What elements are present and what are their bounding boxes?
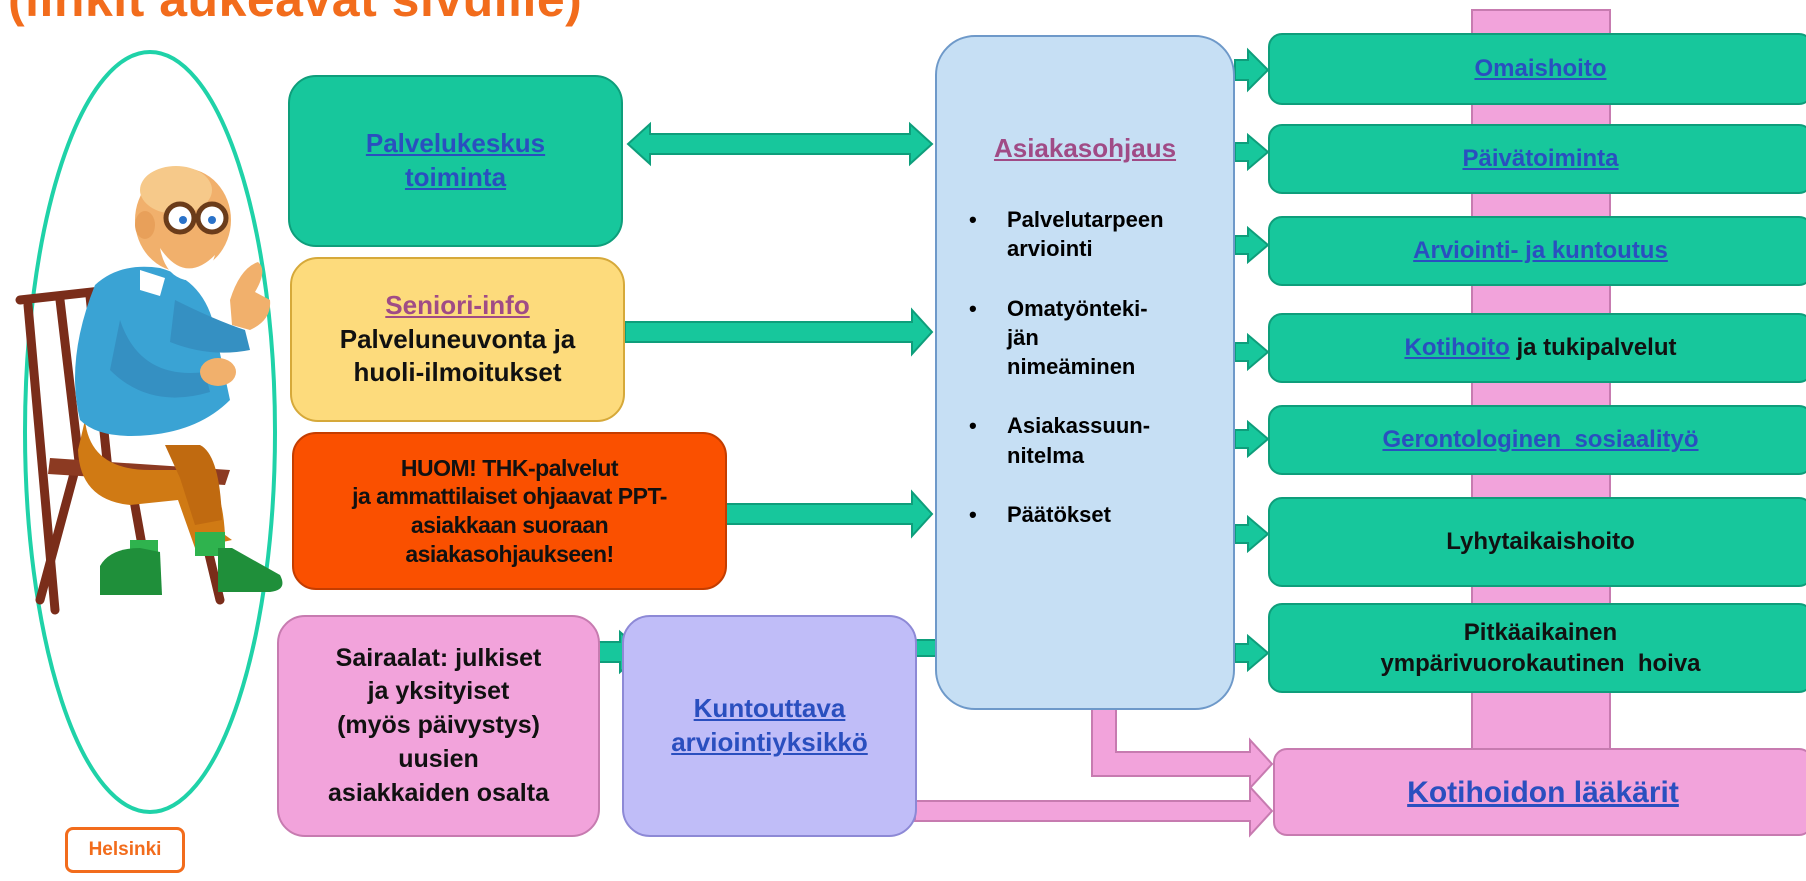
page-title: (linkit aukeavat sivuille) [8, 0, 582, 28]
huom-line4: asiakasohjaukseen! [405, 540, 614, 567]
omaishoito-box[interactable]: Omaishoito [1268, 33, 1806, 105]
item3-line2: nitelma [1007, 442, 1085, 468]
kuntouttava-link-line2[interactable]: arviointiyksikkö [671, 727, 868, 757]
arrow-to-pitkaaikainen [1234, 633, 1270, 673]
paivatoiminta-link[interactable]: Päivätoiminta [1462, 145, 1619, 173]
helsinki-logo: Helsinki [65, 827, 185, 873]
arrow-to-arviointi [1234, 225, 1270, 265]
arrow-to-lyhytaikais [1234, 514, 1270, 554]
seniori-info-box: Seniori-info Palveluneuvonta ja huoli-il… [290, 257, 625, 422]
right-arrows [1234, 47, 1270, 673]
elderly-man-illustration [15, 166, 283, 615]
palvelukeskus-link-line2[interactable]: toiminta [404, 162, 507, 192]
lyhytaikaishoito-box: Lyhytaikaishoito [1268, 497, 1806, 587]
kuntouttava-link-line1[interactable]: Kuntouttava [693, 693, 846, 724]
huom-line3: asiakkaan suoraan [410, 512, 609, 538]
kotihoidon-laakarit-box[interactable]: Kotihoidon lääkärit [1273, 748, 1806, 836]
sairaalat-box: Sairaalat: julkiset ja yksityiset (myös … [277, 615, 600, 837]
asiakasohjaus-item: • Päätökset [965, 500, 1225, 529]
item2-line1: Omatyönteki- [1007, 295, 1148, 321]
bullet-icon: • [969, 295, 977, 321]
omaishoito-link[interactable]: Omaishoito [1474, 55, 1607, 83]
sairaalat-line3: (myös päivystys) [337, 711, 540, 740]
sairaalat-line2: ja yksityiset [367, 677, 510, 706]
arrow-to-paivatoiminta [1234, 132, 1270, 172]
kotihoito-box: Kotihoito ja tukipalvelut [1268, 313, 1806, 383]
item1-line1: Palvelutarpeen [1007, 207, 1164, 232]
gerontologinen-box[interactable]: Gerontologinen sosiaalityö [1268, 405, 1806, 475]
huom-line2: ja ammattilaiset ohjaavat PPT- [352, 483, 667, 510]
huom-line1: HUOM! THK-palvelut [400, 454, 619, 481]
sairaalat-line1: Sairaalat: julkiset [335, 643, 542, 672]
arrow-asiakasohjaus-laakarit [1091, 705, 1274, 791]
palvelukeskus-link-line1[interactable]: Palvelukeskus [365, 128, 546, 159]
item3-line1: Asiakassuun- [1007, 413, 1151, 439]
sairaalat-line4: uusien [398, 744, 479, 773]
arviointi-link[interactable]: Arviointi- ja kuntoutus [1413, 237, 1668, 265]
item4-line1: Päätökset [1007, 501, 1111, 527]
gerontologinen-link[interactable]: Gerontologinen sosiaalityö [1382, 426, 1699, 454]
seniori-info-line2: huoli-ilmoitukset [353, 357, 562, 388]
bullet-icon: • [969, 207, 977, 232]
arrow-to-gerontologinen [1234, 419, 1270, 459]
arrow-palvelukeskus-asiakasohjaus [626, 121, 934, 167]
arrow-to-kotihoito [1234, 332, 1270, 372]
pitkaaikainen-line1: Pitkäaikainen [1463, 618, 1618, 646]
arrow-huom-asiakasohjaus [724, 489, 934, 539]
asiakasohjaus-box: Asiakasohjaus • Palvelutarpeen arviointi… [935, 35, 1235, 710]
pitkaaikainen-box: Pitkäaikainen ympärivuorokautinen hoiva [1268, 603, 1806, 693]
kotihoidon-laakarit-link[interactable]: Kotihoidon lääkärit [1407, 775, 1679, 809]
item2-line3: nimeäminen [1007, 354, 1136, 379]
item1-line2: arviointi [1007, 236, 1093, 262]
arviointi-box[interactable]: Arviointi- ja kuntoutus [1268, 216, 1806, 286]
person-oval [23, 50, 277, 814]
asiakasohjaus-item: • Palvelutarpeen arviointi [965, 205, 1225, 264]
paivatoiminta-box[interactable]: Päivätoiminta [1268, 124, 1806, 194]
item2-line2: jän [1007, 324, 1039, 350]
lyhytaikaishoito-label: Lyhytaikaishoito [1446, 528, 1635, 556]
asiakasohjaus-list: • Palvelutarpeen arviointi • Omatyönteki… [965, 205, 1225, 559]
kotihoito-link[interactable]: Kotihoito [1404, 334, 1510, 362]
bullet-icon: • [969, 501, 977, 527]
bullet-icon: • [969, 413, 977, 439]
sairaalat-line5: asiakkaiden osalta [328, 778, 549, 807]
huom-box: HUOM! THK-palvelut ja ammattilaiset ohja… [292, 432, 727, 590]
arrow-to-omaishoito [1234, 47, 1270, 93]
pitkaaikainen-line2: ympärivuorokautinen hoiva [1380, 650, 1701, 677]
asiakasohjaus-title[interactable]: Asiakasohjaus [993, 133, 1177, 163]
palvelukeskus-box[interactable]: Palvelukeskus toiminta [288, 75, 623, 247]
asiakasohjaus-item: • Asiakassuun- nitelma [965, 411, 1225, 470]
kuntouttava-box[interactable]: Kuntouttava arviointiyksikkö [622, 615, 917, 837]
arrow-seniori-asiakasohjaus [624, 307, 934, 357]
asiakasohjaus-item: • Omatyönteki- jän nimeäminen [965, 294, 1225, 382]
seniori-info-link[interactable]: Seniori-info [385, 289, 530, 320]
seniori-info-line1: Palveluneuvonta ja [339, 323, 576, 354]
kotihoito-rest: ja tukipalvelut [1509, 334, 1677, 362]
arrow-kuntouttava-laakarit [914, 784, 1274, 838]
